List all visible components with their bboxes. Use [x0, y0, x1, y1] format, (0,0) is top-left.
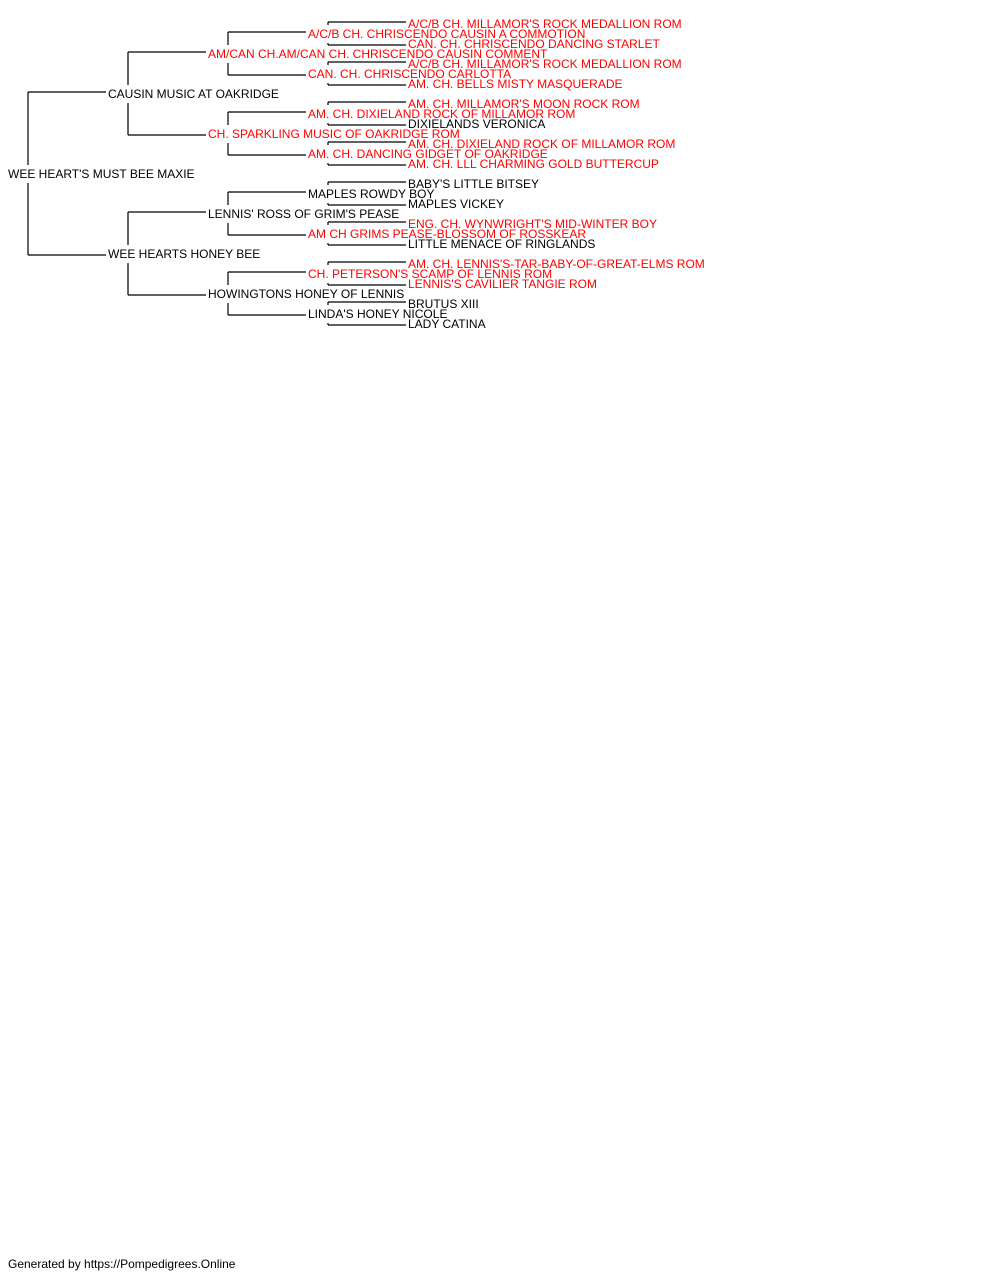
- dog-name-gen-4: CAN. CH. CHRISCENDO DANCING STARLET: [408, 37, 660, 51]
- dog-name-gen-4: AM. CH. BELLS MISTY MASQUERADE: [408, 77, 623, 91]
- dog-name-gen-4: DIXIELANDS VERONICA: [408, 117, 546, 131]
- dog-name-gen-2: LENNIS' ROSS OF GRIM'S PEASE: [208, 207, 400, 221]
- dog-name-gen-4: LADY CATINA: [408, 317, 486, 331]
- dog-name-gen-3: AM CH GRIMS PEASE-BLOSSOM OF ROSSKEAR: [308, 227, 587, 241]
- dog-name-gen-2: CH. SPARKLING MUSIC OF OAKRIDGE ROM: [208, 127, 460, 141]
- dog-name-gen-4: A/C/B CH. MILLAMOR'S ROCK MEDALLION ROM: [408, 17, 682, 31]
- dog-name-gen-4: AM. CH. LENNIS'S-TAR-BABY-OF-GREAT-ELMS …: [408, 257, 705, 271]
- dog-name-gen-3: MAPLES ROWDY BOY: [308, 187, 435, 201]
- dog-name-gen-3: LINDA'S HONEY NICOLE: [308, 307, 448, 321]
- dog-name-gen-4: A/C/B CH. MILLAMOR'S ROCK MEDALLION ROM: [408, 57, 682, 71]
- dog-name-gen-4: LENNIS'S CAVILIER TANGIE ROM: [408, 277, 597, 291]
- dog-name-gen-1: CAUSIN MUSIC AT OAKRIDGE: [108, 87, 279, 101]
- dog-name-gen-0: WEE HEART'S MUST BEE MAXIE: [8, 167, 195, 181]
- footer-credit: Generated by https://Pompedigrees.Online: [8, 1257, 236, 1271]
- dog-name-gen-4: AM. CH. LLL CHARMING GOLD BUTTERCUP: [408, 157, 659, 171]
- dog-name-gen-3: A/C/B CH. CHRISCENDO CAUSIN A COMMOTION: [308, 27, 586, 41]
- dog-name-gen-4: BABY'S LITTLE BITSEY: [408, 177, 540, 191]
- dog-name-gen-3: CH. PETERSON'S SCAMP OF LENNIS ROM: [308, 267, 553, 281]
- dog-name-gen-2: AM/CAN CH.AM/CAN CH. CHRISCENDO CAUSIN C…: [208, 47, 548, 61]
- dog-name-gen-3: AM. CH. DANCING GIDGET OF OAKRIDGE: [308, 147, 548, 161]
- dog-name-gen-3: CAN. CH. CHRISCENDO CARLOTTA: [308, 67, 512, 81]
- dog-name-gen-4: AM. CH. MILLAMOR'S MOON ROCK ROM: [408, 97, 640, 111]
- dog-name-gen-4: LITTLE MENACE OF RINGLANDS: [408, 237, 596, 251]
- dog-name-gen-1: WEE HEARTS HONEY BEE: [108, 247, 261, 261]
- dog-name-gen-4: AM. CH. DIXIELAND ROCK OF MILLAMOR ROM: [408, 137, 676, 151]
- dog-name-gen-2: HOWINGTONS HONEY OF LENNIS: [208, 287, 405, 301]
- dog-name-gen-4: MAPLES VICKEY: [408, 197, 505, 211]
- dog-name-gen-3: AM. CH. DIXIELAND ROCK OF MILLAMOR ROM: [308, 107, 576, 121]
- dog-name-gen-4: BRUTUS XIII: [408, 297, 479, 311]
- dog-name-gen-4: ENG. CH. WYNWRIGHT'S MID-WINTER BOY: [408, 217, 657, 231]
